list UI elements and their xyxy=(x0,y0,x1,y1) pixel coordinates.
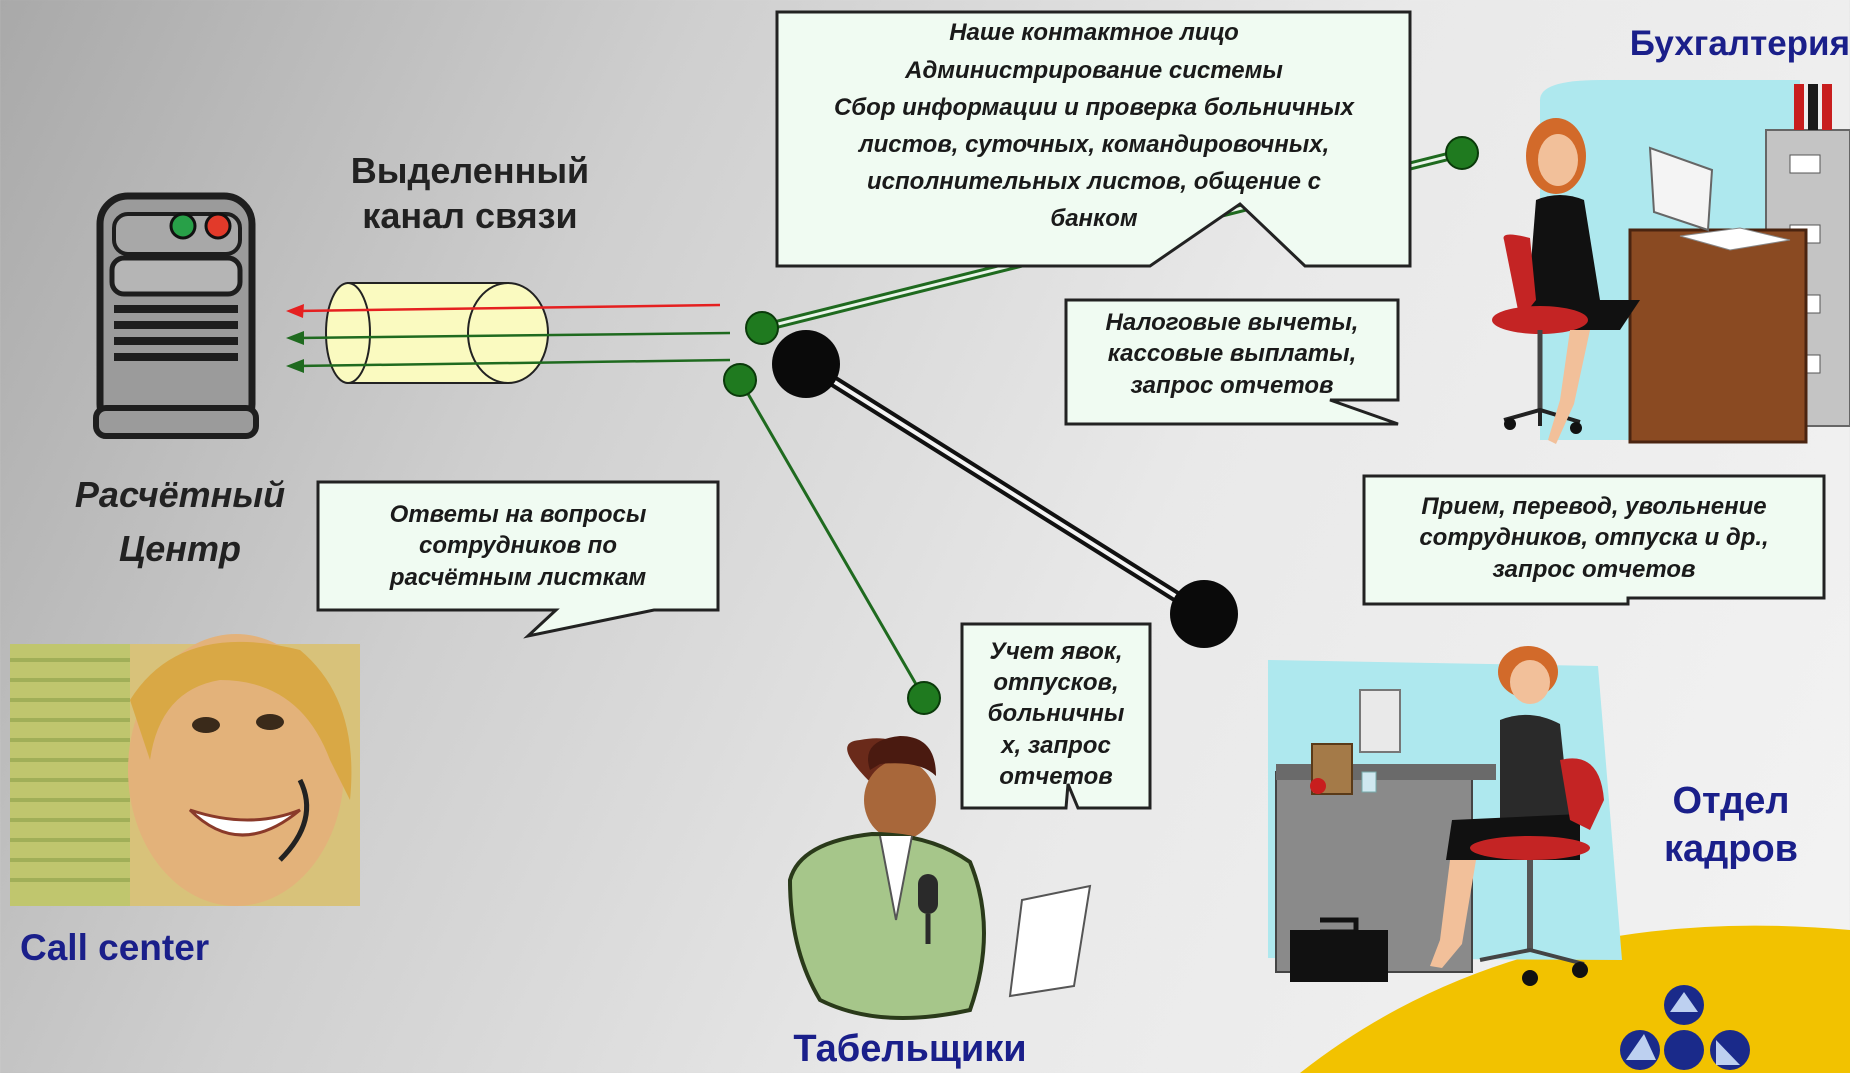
logo-icon xyxy=(1620,985,1750,1070)
connector-nodes xyxy=(723,136,1479,715)
settlement-center-label: Расчётный Центр xyxy=(74,474,286,569)
bubble-answers-shape xyxy=(316,480,720,639)
bubble-tax-shape xyxy=(1064,298,1400,426)
bubble-attendance-shape xyxy=(960,622,1152,810)
server-icon xyxy=(93,192,259,439)
hr-department-label: Отдел кадров xyxy=(1663,780,1799,870)
timekeepers-label: Табельщики xyxy=(793,1028,1027,1070)
call-center-label: Call center xyxy=(20,927,210,968)
channel-arrows xyxy=(286,303,731,373)
bubble-hr-text: Прием, перевод, увольнение сотрудников, … xyxy=(1419,493,1769,583)
accounting-clipart xyxy=(1492,80,1850,444)
hr-clipart xyxy=(1268,646,1622,986)
dedicated-channel-label: Выделенный канал связи xyxy=(350,150,590,236)
gold-arc xyxy=(1300,925,1850,1073)
bubble-tax-text: Налоговые вычеты, кассовые выплаты, запр… xyxy=(1105,309,1359,399)
bubble-attendance-text: Учет явок, отпусков, больничны х, запрос… xyxy=(987,638,1125,790)
channel-cylinder-icon xyxy=(325,282,549,384)
call-center-photo xyxy=(10,634,360,906)
bubble-hr-shape xyxy=(1362,474,1826,606)
bubble-top-text: Наше контактное лицо Администрирование с… xyxy=(833,19,1355,233)
bubble-answers-text: Ответы на вопросы сотрудников по расчётн… xyxy=(389,501,647,591)
timekeeper-clipart xyxy=(787,736,1092,1020)
accounting-label: Бухгалтерия xyxy=(1629,24,1850,63)
bubble-top-shape xyxy=(775,10,1412,268)
